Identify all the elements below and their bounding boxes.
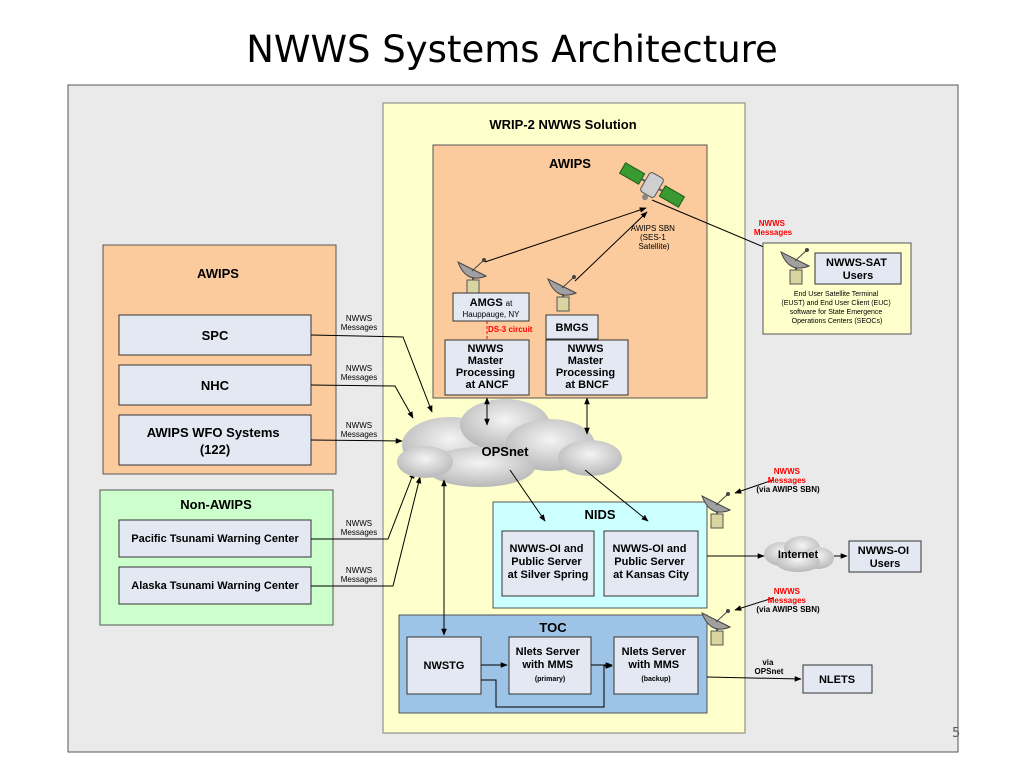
satellite-icon: [618, 162, 686, 208]
primary-label: Nlets Server with MMS (primary): [516, 642, 585, 683]
wfo-box: [118, 414, 312, 466]
amgs-location: Hauppauge, NY: [463, 310, 521, 319]
page-number: 5: [952, 726, 961, 741]
ancf-box: [444, 339, 530, 396]
spc-label: SPC: [202, 328, 229, 343]
bmgs-label: BMGS: [556, 322, 589, 334]
toc-title: TOC: [539, 620, 567, 635]
opsnet-cloud: [397, 399, 622, 487]
backup-label: Nlets Server with MMS (backup): [622, 642, 691, 683]
kansas-label: NWWS-OI and Public Server at Kansas City: [613, 543, 690, 581]
internet-cloud: [764, 536, 834, 572]
ptwc-box: [118, 519, 312, 558]
amgs-box: [452, 292, 530, 322]
ds3-label: DS-3 circuit: [488, 325, 533, 334]
atwc-label: Alaska Tsunami Warning Center: [131, 580, 299, 592]
bncf-box: [545, 339, 629, 396]
nids-msg-label: NWWS Messages (via AWIPS SBN): [756, 467, 820, 494]
silver-box: [501, 530, 595, 597]
oi-users-box: [848, 540, 922, 573]
silver-label: NWWS-OI and Public Server at Silver Spri…: [508, 543, 589, 581]
awips-left-title: AWIPS: [197, 266, 239, 281]
sat-msg-label: NWWS Messages: [754, 219, 793, 237]
nwstg-label: NWSTG: [424, 660, 465, 672]
sat-users-label-box: [814, 252, 902, 285]
nwstg-box: [406, 636, 482, 695]
atwc-box: [118, 566, 312, 605]
opsnet-label: OPSnet: [482, 444, 530, 459]
backup-box: [613, 636, 699, 695]
nids-title: NIDS: [584, 507, 615, 522]
bmgs-box: [545, 314, 599, 340]
wrip-title: WRIP-2 NWWS Solution: [489, 117, 636, 132]
kansas-box: [603, 530, 699, 597]
via-opsnet-label: via OPSnet: [755, 658, 784, 676]
oi-users-label: NWWS-OI Users: [858, 545, 912, 570]
bncf-label: NWWS Master Processing at BNCF: [556, 343, 618, 391]
nhc-box: [118, 364, 312, 406]
ancf-label: NWWS Master Processing at ANCF: [456, 343, 518, 391]
sat-users-desc: End User Satellite Terminal (EUST) and E…: [781, 291, 892, 325]
primary-box: [508, 636, 592, 695]
toc-msg-label: NWWS Messages (via AWIPS SBN): [756, 587, 820, 614]
spc-box: [118, 314, 312, 356]
non-awips-title: Non-AWIPS: [180, 497, 252, 512]
wfo-label: AWIPS WFO Systems (122): [147, 425, 284, 457]
awips-inner-title: AWIPS: [549, 156, 591, 171]
nlets-label: NLETS: [819, 674, 855, 686]
sat-users-label: NWWS-SAT Users: [826, 257, 890, 282]
sat-label: AWIPS SBN (SES-1 Satellite): [631, 224, 677, 251]
ptwc-label: Pacific Tsunami Warning Center: [131, 533, 299, 545]
nlets-box: [802, 664, 873, 694]
nhc-label: NHC: [201, 378, 230, 393]
internet-label: Internet: [778, 549, 819, 561]
slide-title: NWWS Systems Architecture: [246, 28, 778, 71]
